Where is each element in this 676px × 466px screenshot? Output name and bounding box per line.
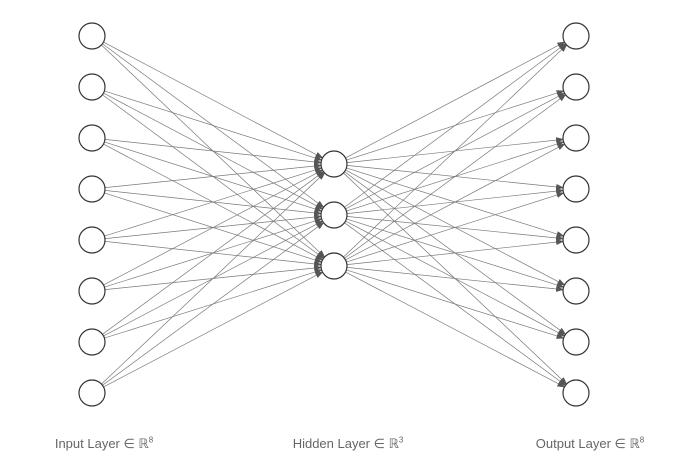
hidden-layer-label: Hidden Layer ∈ ℝ3 <box>292 435 404 451</box>
edge-input-7-to-hidden-1 <box>102 171 325 335</box>
edge-input-6-to-hidden-1 <box>103 169 324 286</box>
edge-hidden-3-to-output-7 <box>346 269 565 339</box>
output-node-2 <box>562 73 590 101</box>
input-node-6 <box>78 277 106 305</box>
edge-hidden-1-to-output-1 <box>345 41 566 159</box>
edge-hidden-3-to-output-5 <box>346 239 565 265</box>
connection-edges <box>101 41 568 388</box>
input-node-1 <box>78 22 106 50</box>
input-node-2 <box>78 73 106 101</box>
edge-input-3-to-hidden-1 <box>104 139 323 165</box>
hidden-node-2 <box>320 201 348 229</box>
output-node-7 <box>562 328 590 356</box>
hidden-node-1 <box>320 150 348 178</box>
output-node-3 <box>562 124 590 152</box>
edge-input-8-to-hidden-2 <box>102 222 325 386</box>
edge-input-5-to-hidden-1 <box>104 167 323 237</box>
output-node-1 <box>562 22 590 50</box>
edge-hidden-2-to-output-1 <box>344 43 567 208</box>
output-layer-label: Output Layer ∈ ℝ8 <box>535 435 645 451</box>
output-node-6 <box>562 277 590 305</box>
output-node-8 <box>562 379 590 407</box>
network-nodes <box>78 22 590 407</box>
input-node-7 <box>78 328 106 356</box>
edge-hidden-3-to-output-3 <box>345 143 566 261</box>
output-node-5 <box>562 226 590 254</box>
edge-input-8-to-hidden-3 <box>103 271 324 388</box>
input-node-5 <box>78 226 106 254</box>
edge-hidden-3-to-output-2 <box>344 94 567 259</box>
input-node-3 <box>78 124 106 152</box>
hidden-node-3 <box>320 252 348 280</box>
edge-input-2-to-hidden-1 <box>104 90 323 161</box>
output-node-4 <box>562 175 590 203</box>
edge-input-8-to-hidden-1 <box>101 172 326 385</box>
edge-input-1-to-hidden-1 <box>103 41 324 159</box>
input-node-8 <box>78 379 106 407</box>
edge-input-4-to-hidden-1 <box>104 163 323 189</box>
edge-hidden-3-to-output-4 <box>346 192 565 263</box>
edge-hidden-3-to-output-8 <box>345 271 566 388</box>
edge-hidden-3-to-output-6 <box>346 266 565 292</box>
input-node-4 <box>78 175 106 203</box>
edge-hidden-3-to-output-1 <box>343 44 568 258</box>
input-layer-label: Input Layer ∈ ℝ8 <box>54 435 154 451</box>
